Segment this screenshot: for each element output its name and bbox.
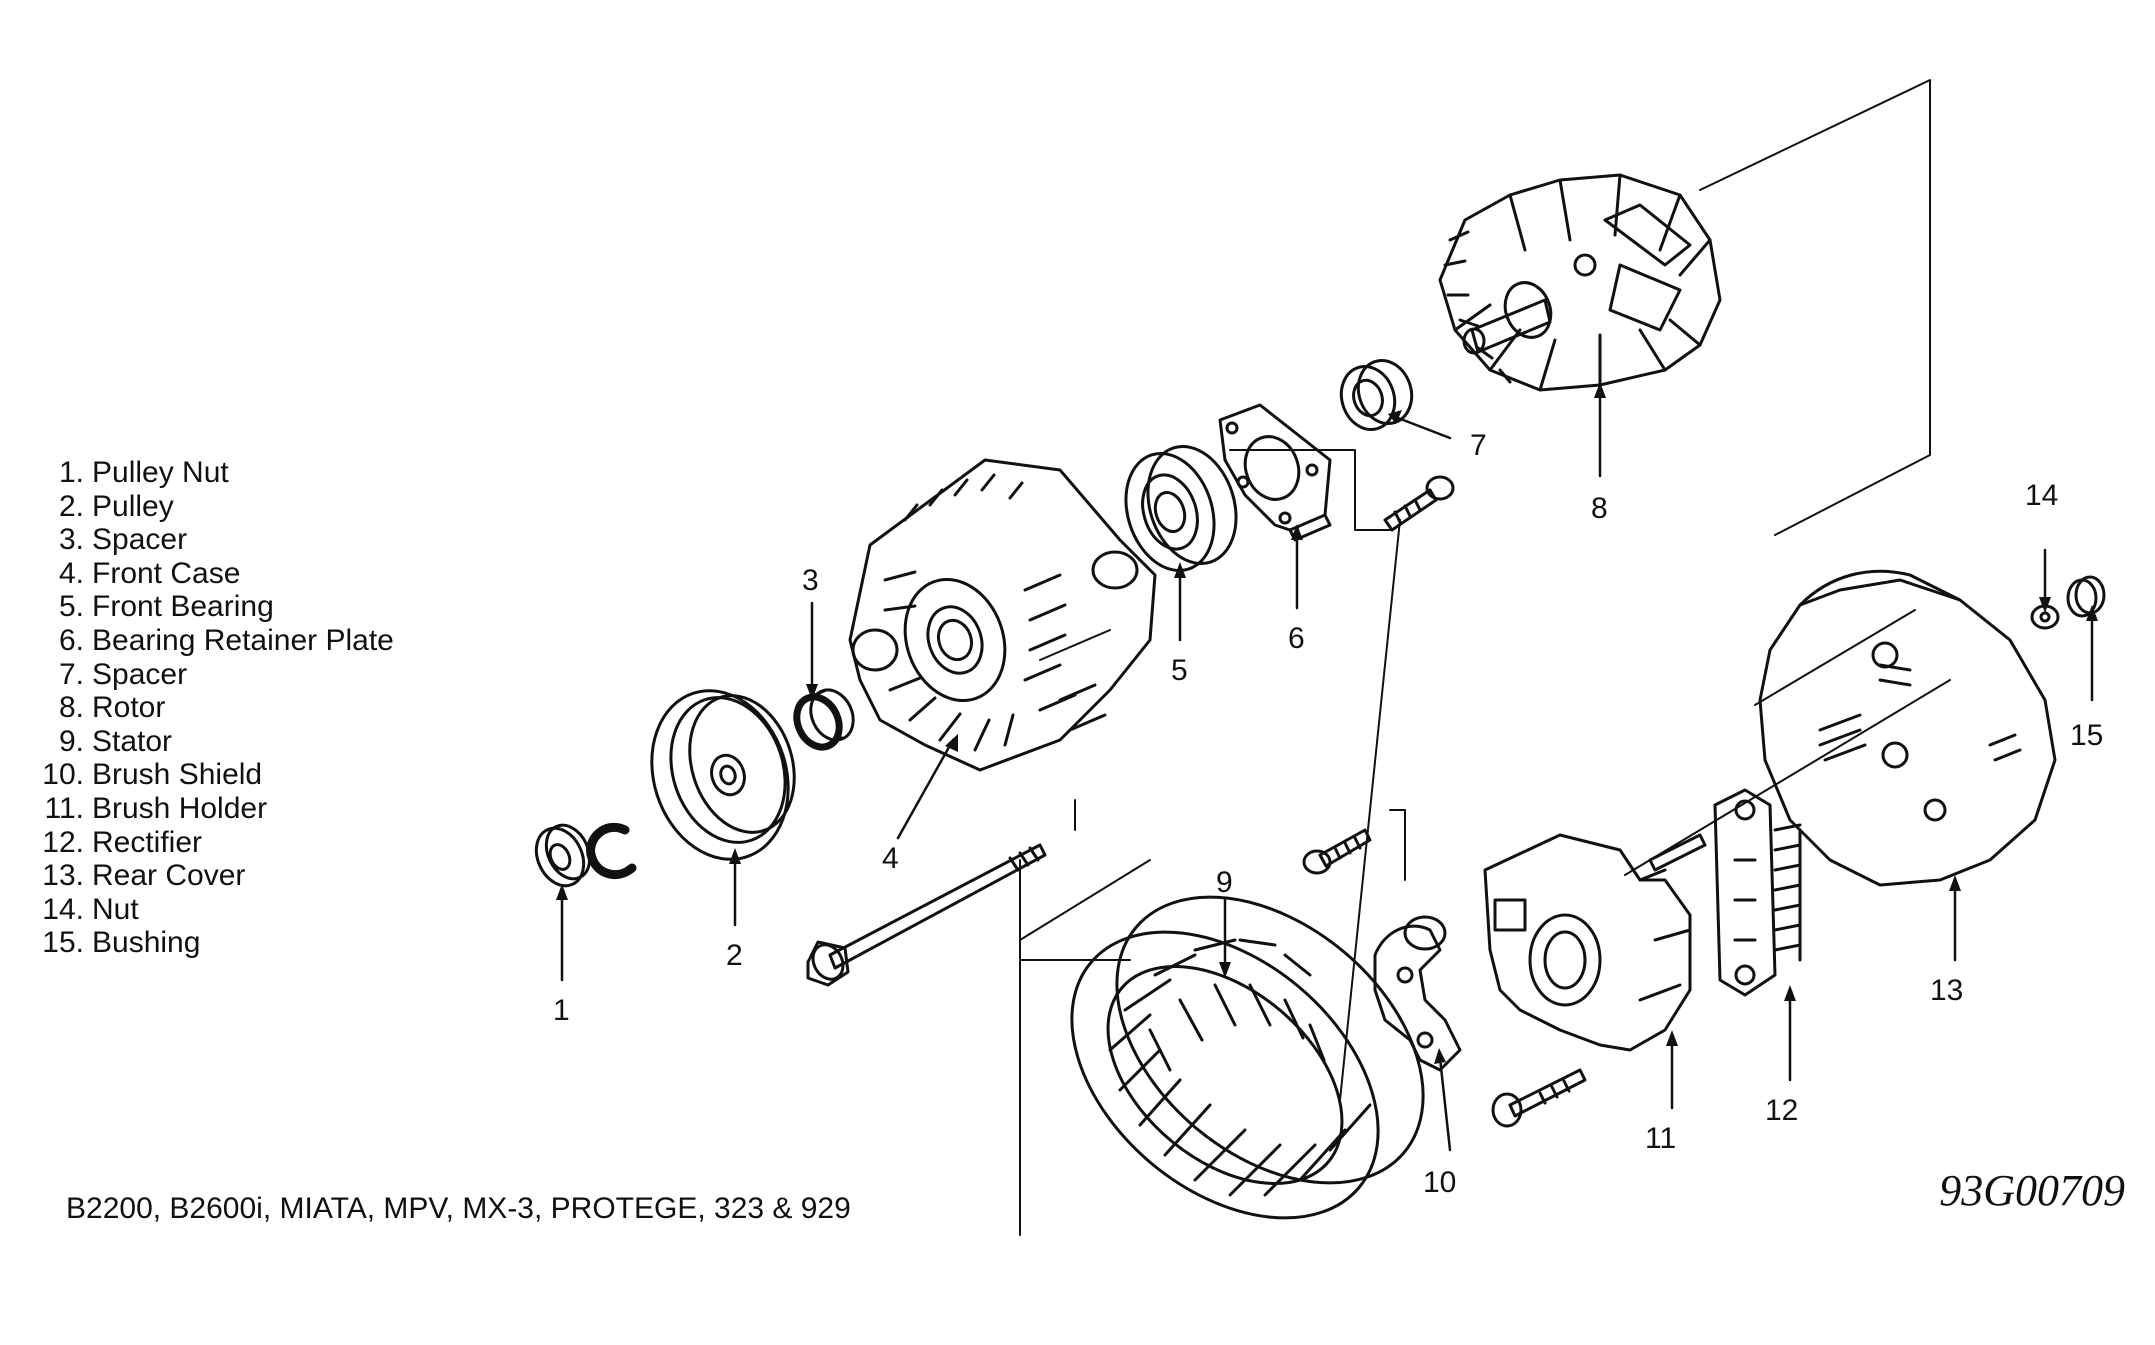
legend-item-number: 12. [42,825,84,859]
callout-1: 1 [553,994,570,1027]
legend-item-number: 5. [58,590,84,624]
legend-item-label: Rear Cover [92,859,246,893]
applicable-models-caption: B2200, B2600i, MIATA, MPV, MX-3, PROTEGE… [66,1192,851,1225]
legend-item-label: Rotor [92,691,166,725]
legend-item-number: 6. [58,623,84,657]
stator-part [1070,895,1425,1220]
brush-shield-screw-part [1302,828,1372,875]
callout-13: 13 [1930,974,1963,1007]
spacer-rear-part [1339,359,1414,431]
legend-item-label: Stator [92,724,173,758]
legend-item: 7.Spacer [36,658,394,692]
legend-item: 8.Rotor [36,691,394,725]
legend-item-number: 10. [42,758,84,792]
parts-legend: 1.Pulley Nut 2.Pulley 3.Spacer 4.Front C… [36,456,394,960]
callout-7: 7 [1470,429,1487,462]
legend-item: 10.Brush Shield [36,758,394,792]
legend-item: 15.Bushing [36,926,394,960]
alignment-lines [1019,79,1951,1236]
leader-arrowheads [556,382,2098,1064]
legend-item: 9.Stator [36,725,394,759]
callout-15: 15 [2070,719,2103,752]
legend-item-number: 7. [58,657,84,691]
callout-14: 14 [2025,479,2058,512]
callout-12: 12 [1765,1094,1798,1127]
legend-item-number: 15. [42,926,84,960]
legend-item-label: Bearing Retainer Plate [92,623,394,657]
legend-item-label: Front Bearing [92,590,274,624]
rear-cover-part [1758,569,2057,887]
legend-item-label: Pulley Nut [92,456,229,489]
legend-item-number: 11. [44,791,84,825]
callout-5: 5 [1171,654,1188,687]
pulley-nut-part [534,822,637,888]
legend-item-number: 14. [42,892,84,926]
figure-id: 93G00709 [1939,1166,2125,1215]
legend-item: 4.Front Case [36,557,394,591]
legend-item: 12.Rectifier [36,826,394,860]
brush-holder-part [1483,833,1707,1052]
legend-item-label: Brush Holder [92,791,268,825]
callout-2: 2 [726,939,743,972]
legend-item-label: Rectifier [92,825,203,859]
callout-8: 8 [1591,492,1608,525]
legend-item-number: 3. [58,523,84,557]
legend-item: 5.Front Bearing [36,590,394,624]
legend-item: 2.Pulley [36,490,394,524]
legend-item-label: Brush Shield [92,758,263,792]
callout-6: 6 [1288,622,1305,655]
brush-holder-screw-part [1491,1068,1587,1128]
spacer-front-part [793,688,855,751]
callout-10: 10 [1423,1166,1456,1199]
legend-item-label: Spacer [92,657,188,691]
callout-11: 11 [1645,1122,1676,1155]
legend-item-label: Pulley [92,489,174,523]
legend-item: 13.Rear Cover [36,859,394,893]
leader-lines [560,390,2094,1152]
bushing-part [2066,575,2106,618]
legend-item-label: Bushing [92,926,201,960]
callout-3: 3 [802,564,819,597]
legend-item-label: Front Case [92,556,241,590]
legend-item-number: 9. [58,724,84,758]
legend-item-number: 1. [58,456,84,489]
callout-numbers: 1 2 3 4 5 6 7 8 9 10 11 12 13 14 15 [553,429,2103,1199]
legend-item-number: 4. [58,556,84,590]
callout-9: 9 [1216,866,1233,899]
legend-item-label: Nut [92,892,139,926]
rotor-part [1438,173,1722,392]
legend-item: 6.Bearing Retainer Plate [36,624,394,658]
bearing-retainer-plate-part [1218,403,1332,542]
pulley-part [650,689,796,861]
legend-item-number: 13. [42,859,84,893]
bearing-plate-screw-part [1383,475,1455,532]
rectifier-part [1713,788,1802,997]
legend-item: 14.Nut [36,893,394,927]
through-bolt-part [806,843,1047,987]
front-bearing-part [1124,444,1238,573]
legend-item-number: 8. [58,691,84,725]
callout-4: 4 [882,842,899,875]
legend-item-number: 2. [58,489,84,523]
legend-item: 1.Pulley Nut [36,456,394,490]
legend-item: 11.Brush Holder [36,792,394,826]
brush-shield-part [1373,915,1462,1072]
front-case-part [848,458,1157,772]
legend-item-label: Spacer [92,523,188,557]
legend-item: 3.Spacer [36,523,394,557]
